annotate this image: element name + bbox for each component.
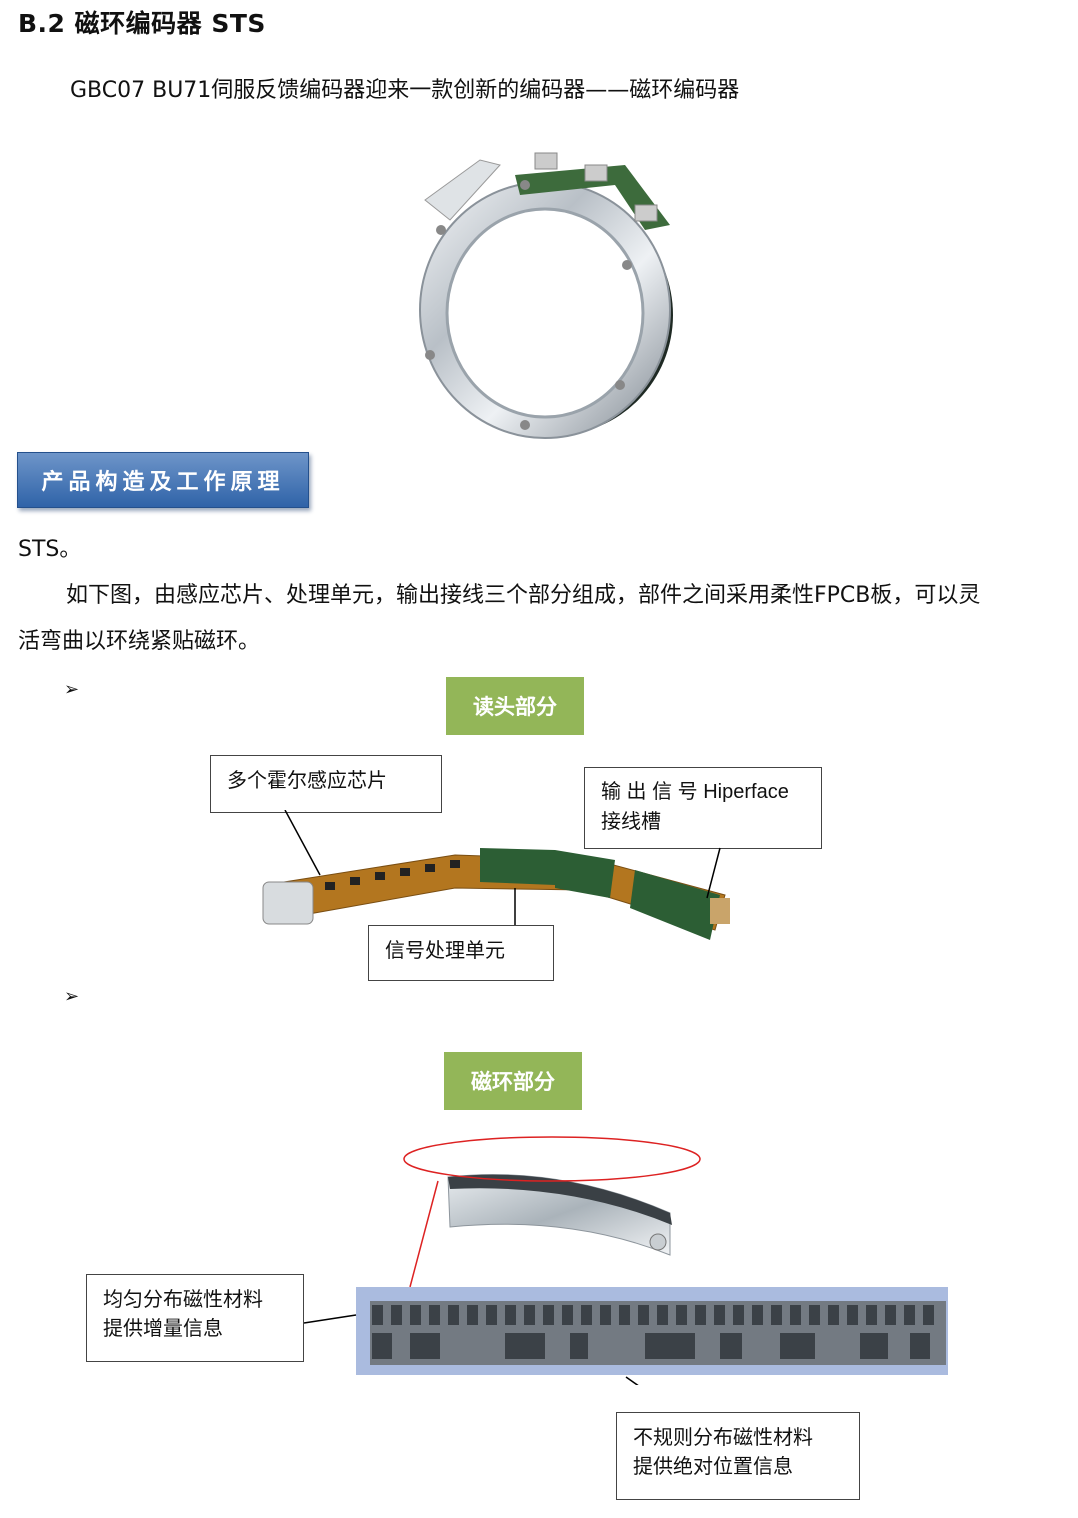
magring-image (303, 1136, 948, 1385)
callout-output-line-1: 输 出 信 号 Hiperface (601, 781, 789, 803)
bullet-marker: ➢ (64, 679, 80, 700)
paragraph-line-2: 活弯曲以环绕紧贴磁环。 (18, 629, 261, 654)
callout-absolute: 不规则分布磁性材料 提供绝对位置信息 (616, 1412, 860, 1500)
callout-output-line-2: 接线槽 (601, 809, 661, 833)
callout-absolute-line-2: 提供绝对位置信息 (633, 1454, 793, 1478)
callout-absolute-line-1: 不规则分布磁性材料 (633, 1425, 813, 1449)
principle-banner: 产品构造及工作原理 (17, 452, 309, 508)
callout-hall-chips: 多个霍尔感应芯片 (210, 755, 442, 813)
callout-incremental-line-1: 均匀分布磁性材料 (103, 1287, 263, 1311)
readhead-label: 读头部分 (446, 677, 584, 735)
paragraph-sts: STS。 (18, 537, 82, 562)
ring-encoder-image (419, 152, 673, 439)
bullet-marker-2: ➢ (64, 986, 80, 1007)
intro-text: GBC07 BU71伺服反馈编码器迎来一款创新的编码器——磁环编码器 (70, 78, 740, 103)
callout-signal-processing: 信号处理单元 (368, 925, 554, 981)
section-heading: B.2 磁环编码器 STS (18, 9, 266, 38)
paragraph-line-1: 如下图，由感应芯片、处理单元，输出接线三个部分组成，部件之间采用柔性FPCB板，… (66, 583, 981, 608)
callout-incremental: 均匀分布磁性材料 提供增量信息 (86, 1274, 304, 1362)
callout-output-signal: 输 出 信 号 Hiperface 接线槽 (584, 767, 822, 849)
magring-label: 磁环部分 (444, 1052, 582, 1110)
callout-incremental-line-2: 提供增量信息 (103, 1316, 223, 1340)
readhead-image (262, 810, 730, 940)
